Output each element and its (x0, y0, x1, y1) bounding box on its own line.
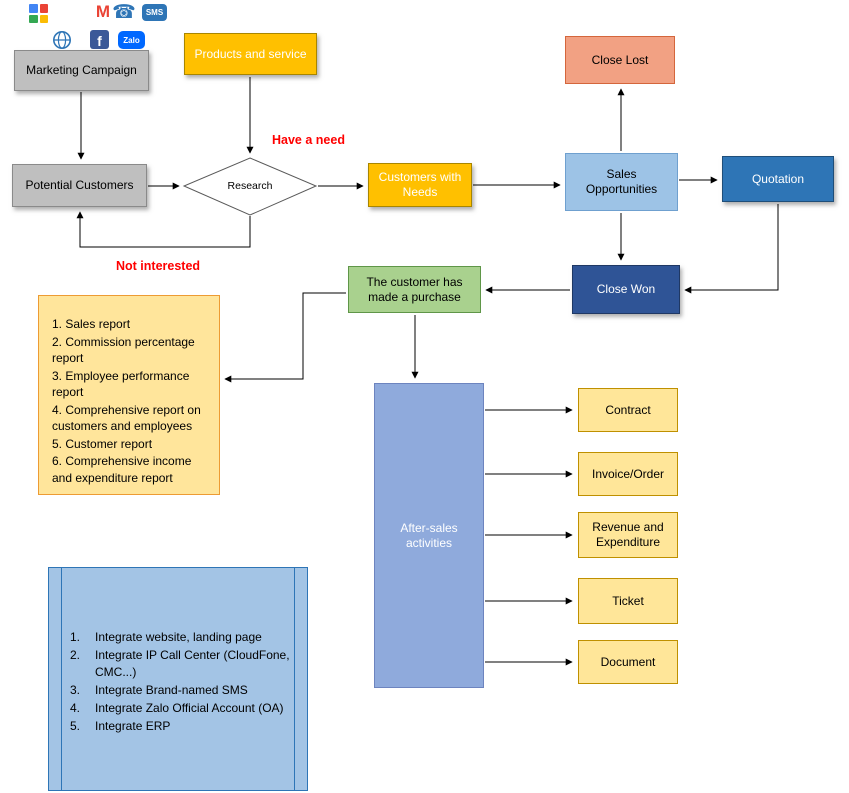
report-item: 5. Customer report (52, 436, 153, 451)
phone-icon: ☎ (112, 1, 136, 23)
node-products-and-service: Products and service (184, 33, 317, 75)
report-item: 4. Comprehensive report on customers and… (52, 402, 201, 434)
apps-grid-icon (29, 4, 48, 23)
node-revenue-expenditure: Revenue and Expenditure (578, 512, 678, 558)
label-have-a-need: Have a need (272, 133, 345, 147)
report-item: 6. Comprehensive income and expenditure … (52, 454, 192, 485)
integration-item-number: 3. (70, 683, 81, 698)
node-research: Research (227, 180, 273, 192)
integration-list-box: 1. Integrate website, landing page 2. In… (48, 567, 308, 791)
report-item: 3. Employee performance report (52, 368, 190, 400)
integration-item: 4. Integrate Zalo Official Account (OA) (70, 700, 292, 717)
node-customers-with-needs: Customers with Needs (368, 163, 472, 207)
integration-item-text: Integrate Brand-named SMS (95, 683, 248, 698)
reports-list-box: 1. Sales report 2. Commission percentage… (38, 295, 220, 495)
integration-item-number: 2. (70, 648, 81, 663)
integration-item-text: Integrate IP Call Center (CloudFone, CMC… (95, 648, 290, 680)
integration-box-left-rule (61, 568, 62, 790)
node-potential-customers: Potential Customers (12, 164, 147, 207)
integration-list: 1. Integrate website, landing page 2. In… (70, 629, 292, 736)
integration-item-number: 1. (70, 630, 81, 644)
node-contract: Contract (578, 388, 678, 432)
label-not-interested: Not interested (116, 259, 201, 273)
integration-item-text: Integrate Zalo Official Account (OA) (95, 701, 284, 716)
integration-item: 1. Integrate website, landing page (70, 629, 292, 646)
report-item: 1. Sales report (52, 317, 131, 331)
apps-grid-cell (29, 14, 38, 23)
integration-item-number: 4. (70, 701, 81, 716)
integration-item: 5. Integrate ERP (70, 718, 292, 735)
apps-grid-cell (39, 4, 48, 13)
node-close-won: Close Won (572, 265, 680, 314)
node-customer-purchase: The customer has made a purchase (348, 266, 481, 313)
node-quotation: Quotation (722, 156, 834, 202)
integration-box-right-rule (294, 568, 295, 790)
node-ticket: Ticket (578, 578, 678, 624)
integration-item-text: Integrate website, landing page (95, 630, 262, 644)
arrow-quotation-to-close-won (684, 204, 779, 294)
integration-item-number: 5. (70, 719, 81, 734)
apps-grid-cell (39, 14, 48, 23)
arrow-not-interested-loop (76, 211, 251, 248)
node-close-lost: Close Lost (565, 36, 675, 84)
node-marketing-campaign: Marketing Campaign (14, 50, 149, 91)
node-invoice-order: Invoice/Order (578, 452, 678, 496)
apps-grid-cell (29, 4, 38, 13)
facebook-icon: f (90, 30, 109, 49)
integration-item: 3. Integrate Brand-named SMS (70, 682, 292, 699)
gmail-icon: M (95, 2, 111, 21)
website-globe-icon (53, 31, 71, 49)
integration-item-text: Integrate ERP (95, 719, 171, 734)
sms-icon: SMS (142, 4, 167, 21)
node-document: Document (578, 640, 678, 684)
zalo-icon: Zalo (118, 31, 145, 49)
node-sales-opportunities: Sales Opportunities (565, 153, 678, 211)
node-after-sales: After-sales activities (374, 383, 484, 688)
arrow-purchase-to-reports (224, 292, 346, 383)
integration-item: 2. Integrate IP Call Center (CloudFone, … (70, 647, 292, 681)
report-item: 2. Commission percentage report (52, 334, 195, 366)
